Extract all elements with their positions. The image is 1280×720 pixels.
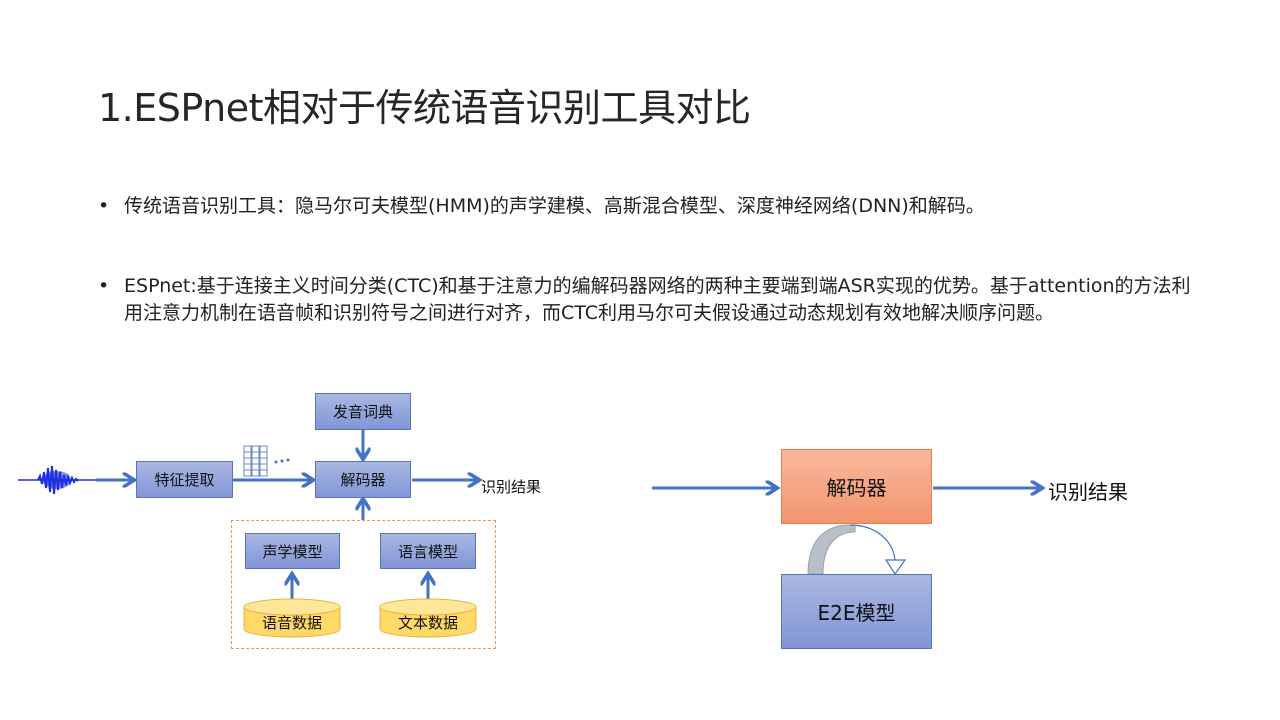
bullet-marker: •: [98, 195, 110, 217]
result-label: 识别结果: [481, 478, 542, 496]
speech-data-cylinder: [243, 598, 341, 638]
feature-extraction-box: 特征提取: [136, 461, 233, 498]
bullet-text: 传统语音识别工具：隐马尔可夫模型(HMM)的声学建模、高斯混合模型、深度神经网络…: [124, 195, 985, 217]
decoder-label: 解码器: [340, 471, 386, 489]
text-data-cylinder: [379, 598, 477, 638]
e2e-model-label: E2E模型: [817, 601, 896, 625]
decoder-box: 解码器: [315, 461, 411, 498]
e2e-model-box: E2E模型: [781, 574, 932, 649]
e2e-result-label: 识别结果: [1048, 480, 1128, 504]
page-title: 1.ESPnet相对于传统语音识别工具对比: [98, 86, 751, 130]
bullet-marker: •: [98, 275, 110, 297]
speech-data-cylinder-text: 语音数据: [244, 599, 340, 639]
text-data-cylinder-text: 文本数据: [380, 599, 476, 639]
bullet-text: ESPnet:基于连接主义时间分类(CTC)和基于注意力的编解码器网络的两种主要…: [124, 275, 1191, 324]
acoustic-model-label: 声学模型: [262, 542, 323, 561]
feature-frames-icon: [243, 445, 290, 477]
e2e-decoder-box: 解码器: [781, 449, 932, 524]
waveform-icon: [18, 465, 96, 495]
curved-arrow-icon: [807, 524, 907, 576]
feature-extraction-label: 特征提取: [154, 471, 215, 489]
language-model-label: 语言模型: [397, 542, 458, 561]
speech-data-label: 语音数据: [261, 613, 322, 632]
bullet-item-traditional: • 传统语音识别工具：隐马尔可夫模型(HMM)的声学建模、高斯混合模型、深度神经…: [98, 193, 985, 220]
acoustic-model-box: 声学模型: [245, 533, 340, 569]
e2e-decoder-label: 解码器: [826, 476, 887, 500]
pronunciation-dict-box: 发音词典: [315, 393, 411, 430]
bullet-item-espnet: • ESPnet:基于连接主义时间分类(CTC)和基于注意力的编解码器网络的两种…: [98, 273, 1204, 327]
pronunciation-dict-label: 发音词典: [332, 403, 393, 421]
models-group: [231, 520, 496, 649]
text-data-label: 文本数据: [397, 613, 458, 632]
language-model-box: 语言模型: [380, 533, 476, 569]
